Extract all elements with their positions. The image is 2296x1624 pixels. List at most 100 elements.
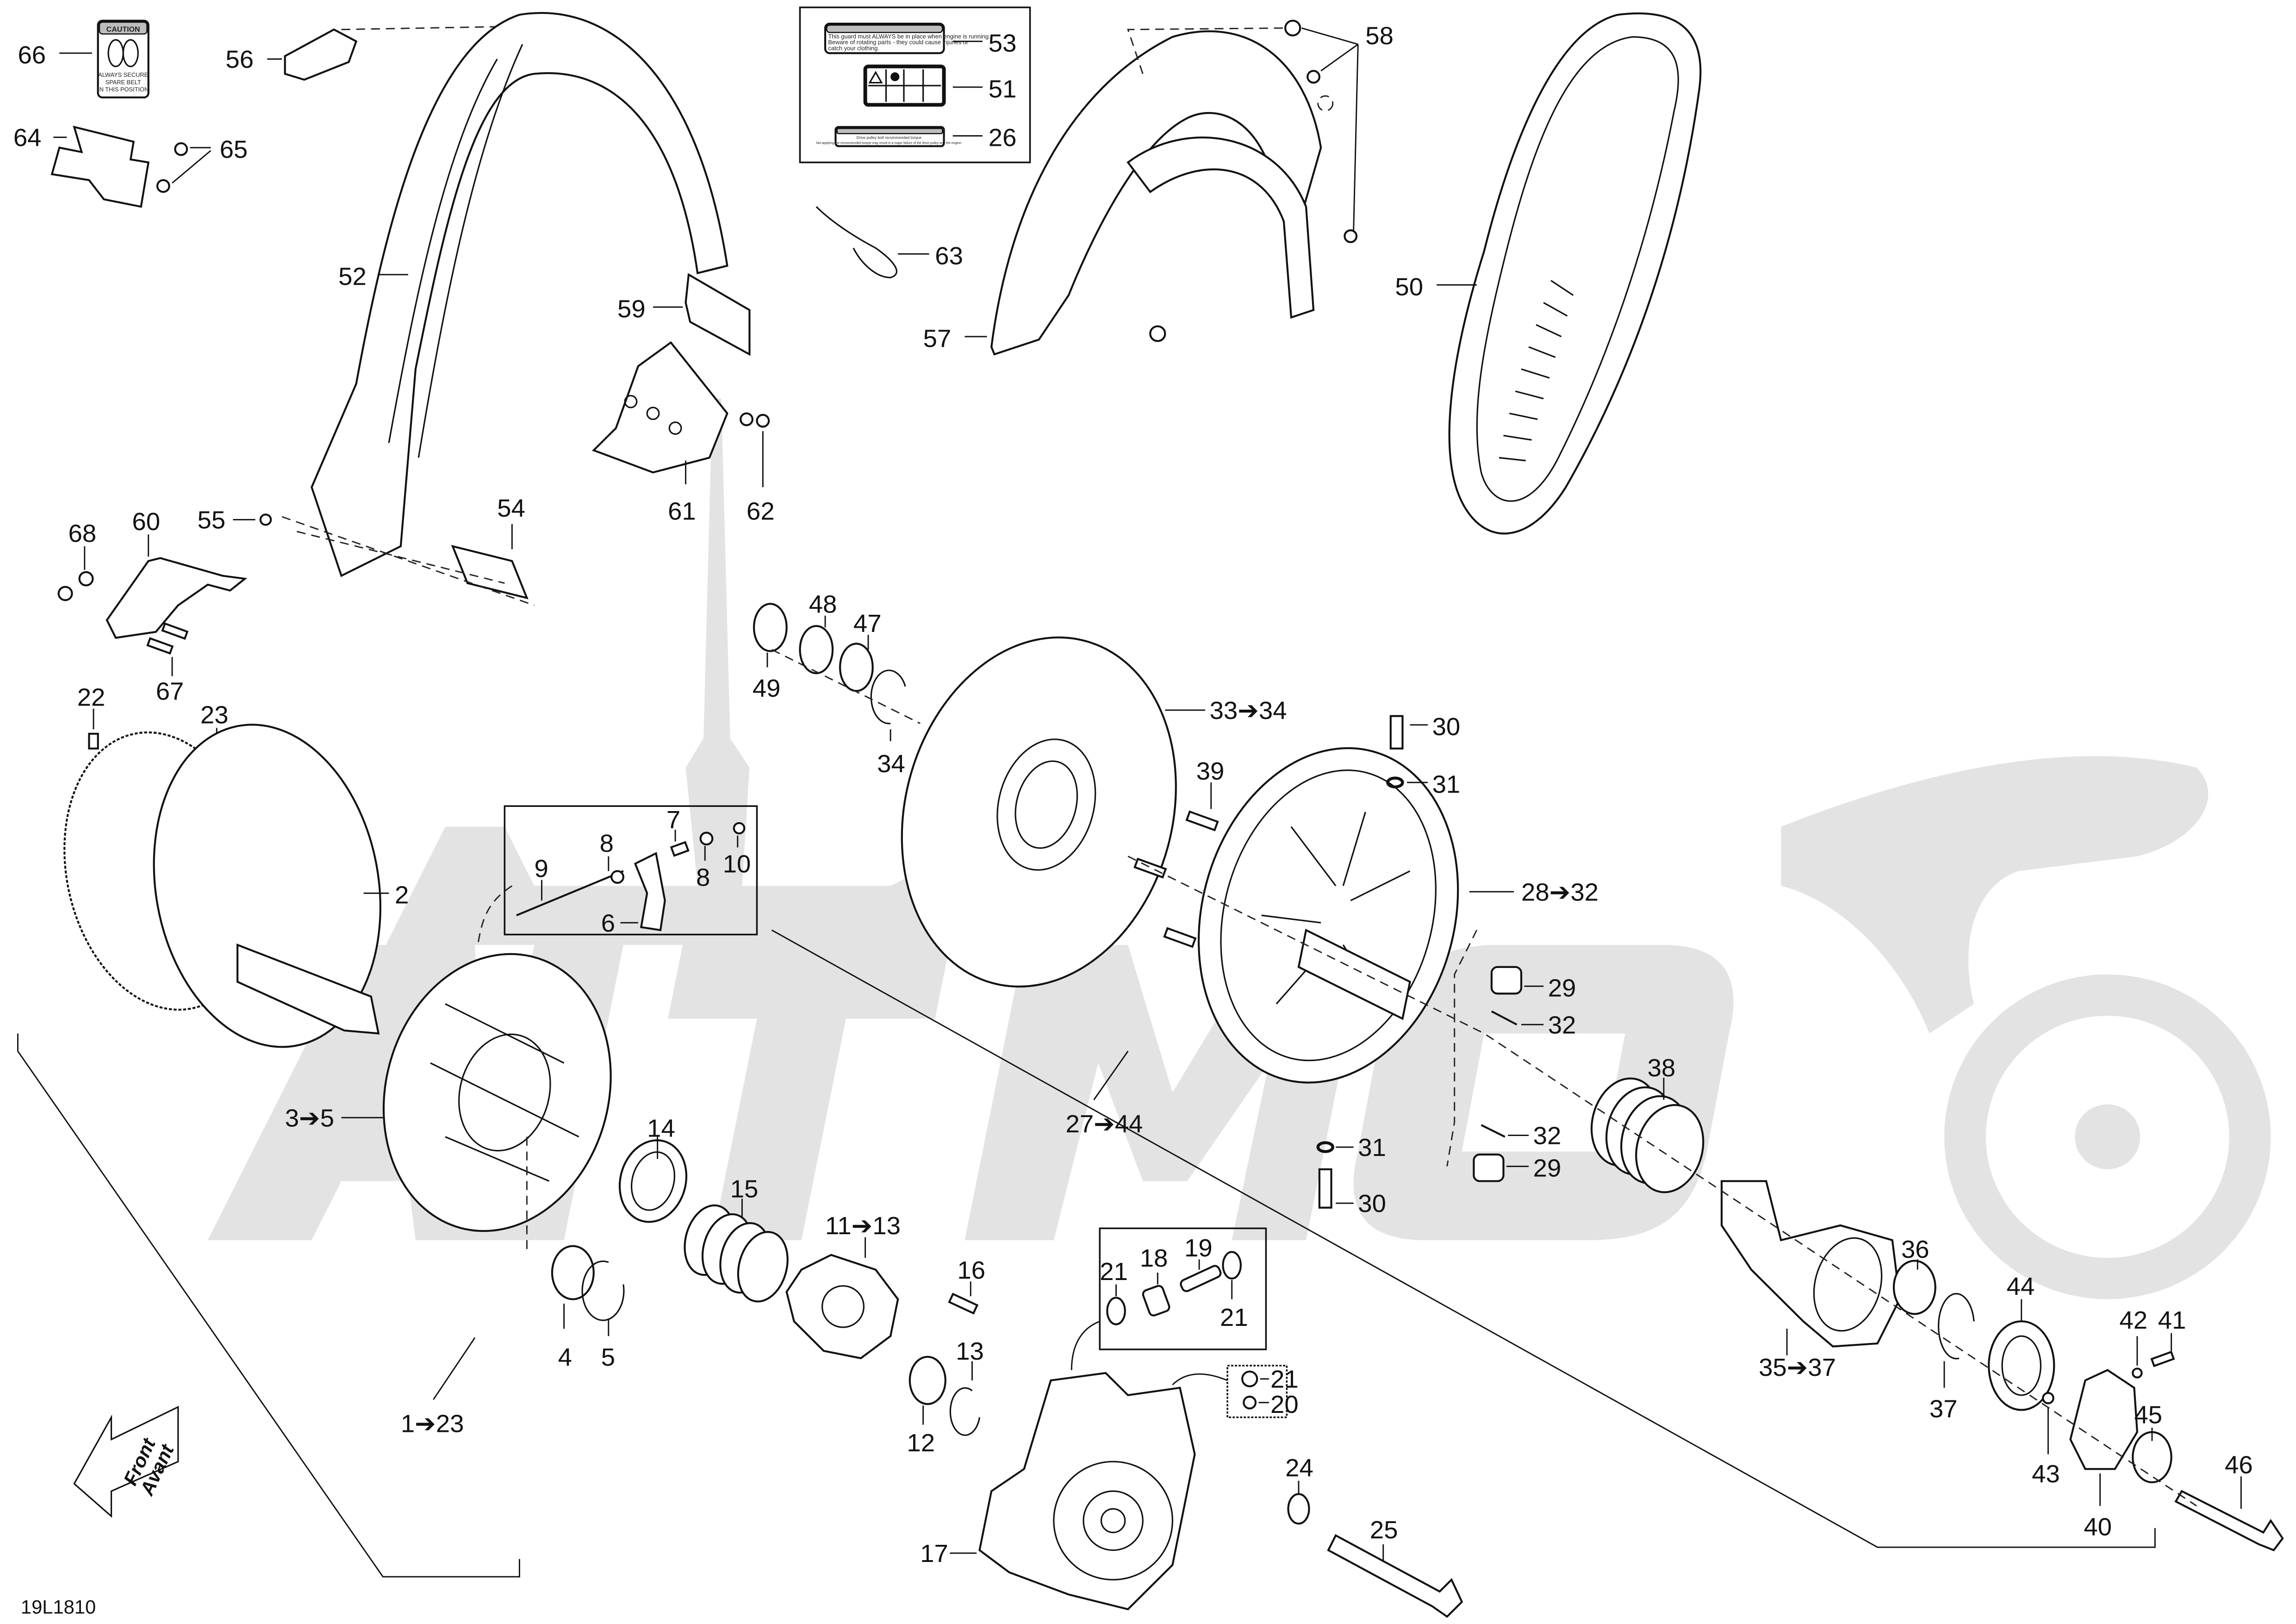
callout-68[interactable]: 68: [68, 519, 97, 548]
callout-20[interactable]: 20: [1270, 1390, 1299, 1418]
callout-19[interactable]: 19: [1184, 1234, 1213, 1262]
callout-31b[interactable]: 31: [1358, 1133, 1386, 1162]
callout-31a[interactable]: 31: [1432, 770, 1461, 799]
callout-51[interactable]: 51: [989, 75, 1017, 103]
callout-33-34[interactable]: 33➔34: [1210, 696, 1287, 725]
inset-box-18-21: [1099, 1227, 1267, 1350]
callout-59[interactable]: 59: [617, 295, 646, 323]
callout-55[interactable]: 55: [198, 506, 226, 534]
part-54-plate: [451, 544, 529, 600]
part-30-screw-bottom: [1318, 1168, 1332, 1209]
decal-group-box: [799, 6, 1031, 163]
callout-10[interactable]: 10: [723, 850, 751, 878]
part-18-bushing: [1142, 1285, 1170, 1317]
part-28-movable-sheave: [1197, 747, 1459, 1084]
callout-12[interactable]: 12: [907, 1429, 935, 1457]
callout-32b[interactable]: 32: [1533, 1122, 1562, 1150]
callout-28-32[interactable]: 28➔32: [1521, 878, 1599, 906]
part-2-shaft: [236, 943, 380, 1035]
callout-27-44[interactable]: 27➔44: [1066, 1110, 1143, 1138]
callout-8b[interactable]: 8: [696, 863, 710, 892]
callout-6[interactable]: 6: [601, 909, 615, 937]
callout-29a[interactable]: 29: [1548, 974, 1576, 1002]
bracket-27-44: [771, 929, 2156, 1548]
callout-36[interactable]: 36: [1901, 1235, 1929, 1263]
callout-52[interactable]: 52: [338, 262, 367, 291]
callout-62[interactable]: 62: [747, 497, 775, 525]
callout-8a[interactable]: 8: [600, 829, 614, 857]
callout-21b[interactable]: 21: [1220, 1303, 1248, 1331]
watermark-letter-t: [668, 945, 950, 1240]
part-10-nut: [733, 822, 746, 835]
callout-63[interactable]: 63: [935, 242, 963, 270]
callout-48[interactable]: 48: [809, 590, 837, 618]
callout-40[interactable]: 40: [2084, 1513, 2112, 1541]
part-32-pin-b: [1481, 1124, 1506, 1138]
callout-17[interactable]: 17: [920, 1539, 948, 1568]
callout-14[interactable]: 14: [647, 1114, 675, 1143]
callout-30b[interactable]: 30: [1358, 1189, 1386, 1218]
callout-39[interactable]: 39: [1196, 757, 1225, 785]
callout-38[interactable]: 38: [1648, 1054, 1676, 1082]
callout-13[interactable]: 13: [956, 1337, 984, 1365]
callout-46[interactable]: 46: [2225, 1451, 2253, 1479]
callout-65[interactable]: 65: [220, 135, 248, 163]
part-4-bushing: [551, 1245, 595, 1300]
callout-3-5[interactable]: 3➔5: [285, 1104, 334, 1132]
decal-51-pictogram: [863, 64, 946, 107]
callout-45[interactable]: 45: [2134, 1400, 2162, 1429]
callout-53[interactable]: 53: [989, 29, 1017, 57]
callout-42[interactable]: 42: [2119, 1306, 2147, 1334]
part-62-screw-a: [740, 412, 753, 426]
callout-66[interactable]: 66: [18, 41, 46, 69]
callout-57[interactable]: 57: [923, 325, 952, 353]
callout-22[interactable]: 22: [77, 683, 106, 712]
callout-26[interactable]: 26: [989, 124, 1017, 152]
callout-67[interactable]: 67: [156, 677, 184, 706]
callout-23[interactable]: 23: [200, 701, 229, 729]
callout-29b[interactable]: 29: [1533, 1154, 1562, 1182]
decal-26-notice: Drive pulley bolt recommended torque Not…: [816, 126, 962, 147]
callout-47[interactable]: 47: [853, 609, 882, 637]
callout-30a[interactable]: 30: [1432, 712, 1461, 741]
callout-18[interactable]: 18: [1140, 1244, 1168, 1272]
callout-32a[interactable]: 32: [1548, 1011, 1576, 1039]
part-30-screw-top: [1389, 715, 1404, 750]
callout-1-23[interactable]: 1➔23: [401, 1410, 464, 1438]
callout-43[interactable]: 43: [2032, 1460, 2060, 1488]
callout-7[interactable]: 7: [666, 806, 680, 834]
callout-25[interactable]: 25: [1370, 1516, 1398, 1544]
callout-35-37[interactable]: 35➔37: [1759, 1353, 1836, 1381]
callout-24[interactable]: 24: [1285, 1454, 1313, 1482]
callout-50[interactable]: 50: [1395, 273, 1423, 301]
callout-11-13[interactable]: 11➔13: [825, 1212, 901, 1240]
callout-5[interactable]: 5: [601, 1343, 615, 1371]
callout-34[interactable]: 34: [877, 750, 905, 778]
callout-54[interactable]: 54: [497, 494, 525, 522]
callout-15[interactable]: 15: [730, 1174, 759, 1203]
callout-56[interactable]: 56: [225, 45, 254, 74]
callout-49[interactable]: 49: [753, 674, 781, 702]
decal-66-line-2: SPARE BELT: [106, 79, 141, 86]
part-50-drive-belt: [1448, 12, 1702, 535]
callout-4[interactable]: 4: [558, 1343, 572, 1371]
callout-64[interactable]: 64: [13, 124, 42, 152]
part-47-shim: [839, 643, 874, 692]
callout-60[interactable]: 60: [132, 507, 160, 536]
callout-16[interactable]: 16: [957, 1256, 985, 1284]
part-37-circlip: [1938, 1293, 1975, 1360]
part-49-shim: [753, 603, 788, 652]
watermark-skyline: [386, 826, 1039, 945]
decal-53-line-1: This guard must ALWAYS be in place when …: [828, 33, 990, 40]
callout-9[interactable]: 9: [534, 854, 548, 882]
callout-37[interactable]: 37: [1929, 1395, 1958, 1423]
callout-41[interactable]: 41: [2158, 1306, 2186, 1334]
part-9-bolt: [516, 870, 624, 917]
callout-61[interactable]: 61: [668, 497, 696, 525]
callout-44[interactable]: 44: [2007, 1272, 2035, 1300]
callout-2[interactable]: 2: [395, 881, 409, 909]
callout-21c[interactable]: 21: [1270, 1365, 1299, 1393]
callout-58[interactable]: 58: [1365, 22, 1394, 50]
part-64-clip: [50, 125, 150, 208]
callout-21a[interactable]: 21: [1100, 1257, 1128, 1286]
